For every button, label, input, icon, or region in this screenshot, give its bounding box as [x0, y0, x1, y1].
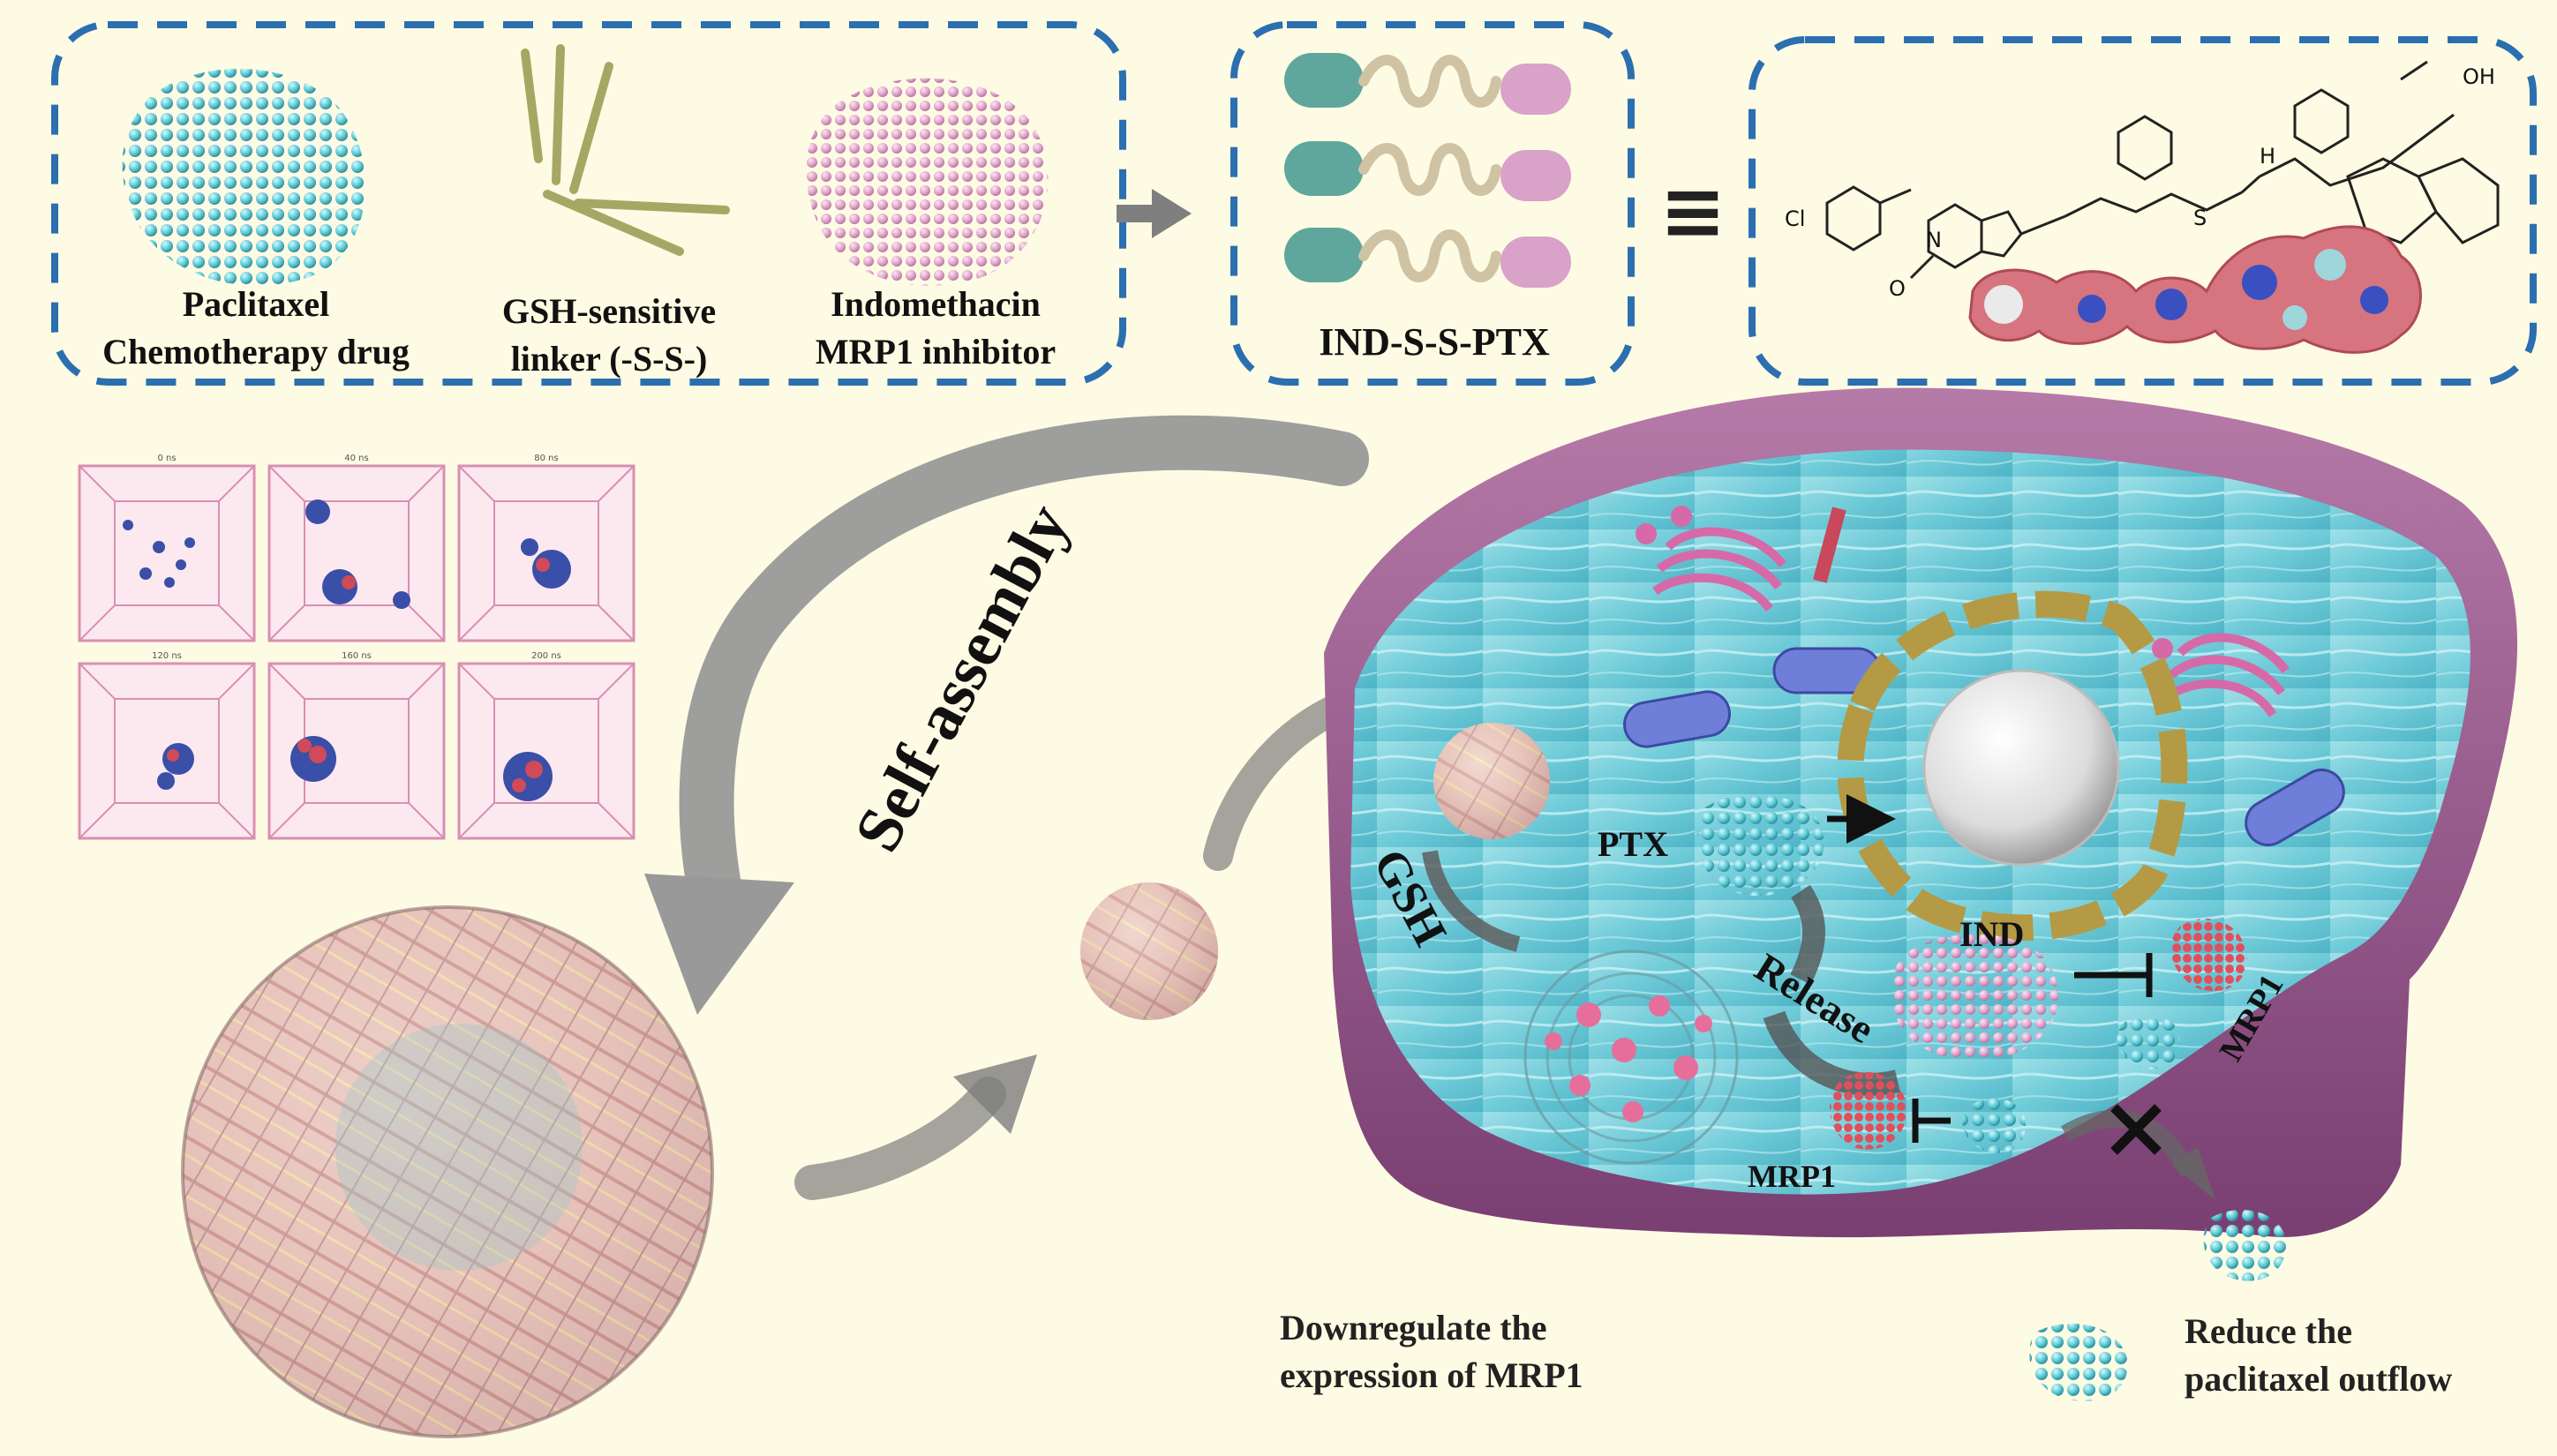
- golgi-apparatus-left: [1636, 506, 1786, 612]
- prodrug-molecule-icons: [1284, 53, 1571, 288]
- mrp1-cluster-left: [1830, 1071, 1907, 1150]
- sim-frame-3: [457, 464, 635, 642]
- sim-frame-6: [457, 662, 635, 840]
- prodrug-box: [1230, 21, 1635, 386]
- ptx-cluster-small-2: [1962, 1098, 2026, 1153]
- combine-arrow: [1117, 189, 1192, 238]
- ind-label: IND: [1959, 914, 2024, 954]
- structure-box: [1749, 36, 2537, 386]
- sim-frame-1: [78, 464, 256, 642]
- sim-frame-5: [267, 662, 446, 840]
- sim-time-4: 120 ns: [152, 651, 182, 661]
- paclitaxel-name: Paclitaxel: [183, 284, 330, 324]
- uptake-arrow-1: [794, 1054, 1037, 1200]
- ind-cluster-cell: [1891, 934, 2058, 1061]
- components-box: [51, 21, 1126, 386]
- sim-time-6: 200 ns: [531, 651, 561, 661]
- red-rod: [1813, 507, 1846, 583]
- atom-n: N: [1926, 228, 1942, 252]
- mrp1-cluster-right: [2170, 919, 2247, 992]
- downregulate-caption-1: Downregulate the: [1280, 1308, 1547, 1347]
- reduce-caption-2: paclitaxel outflow: [2185, 1359, 2452, 1399]
- ptx-cluster-cell: [1697, 794, 1824, 897]
- indomethacin-cluster: [806, 78, 1049, 286]
- linker-name: GSH-sensitive: [502, 291, 716, 331]
- sim-time-5: 160 ns: [342, 651, 372, 661]
- atom-oh: OH: [2463, 64, 2495, 89]
- indomethacin-name: Indomethacin: [831, 284, 1041, 324]
- simulation-time-labels: 0 ns 40 ns 80 ns 120 ns 160 ns 200 ns: [152, 454, 561, 661]
- release-arrow-up: [1790, 884, 1825, 985]
- paclitaxel-role: Chemotherapy drug: [102, 332, 410, 372]
- nanoparticle-small: [1080, 882, 1218, 1020]
- mrp1-label-left: MRP1: [1748, 1159, 1836, 1194]
- ptx-outside-cluster-2: [2029, 1324, 2128, 1401]
- ptx-label: PTX: [1598, 824, 1668, 864]
- indomethacin-role: MRP1 inhibitor: [816, 332, 1056, 372]
- atom-h: H: [2260, 144, 2275, 169]
- disassembled-particle: [1523, 949, 1739, 1165]
- ptx-cluster-small-1: [2117, 1014, 2180, 1069]
- cell: [1324, 387, 2518, 1238]
- cytoplasm: [1350, 449, 2471, 1195]
- gsh-arrow: [1422, 850, 1521, 952]
- atom-cl: Cl: [1785, 206, 1805, 231]
- sim-time-3: 80 ns: [534, 454, 558, 463]
- nucleus-with-er: [1837, 590, 2188, 942]
- nanoparticle-large: [181, 905, 714, 1438]
- structure-atom-labels: Cl N O S H OH: [1785, 64, 2495, 301]
- sim-frame-4: [78, 662, 256, 840]
- nanoparticle-in-cell: [1433, 723, 1550, 839]
- prodrug-label: IND-S-S-PTX: [1319, 320, 1550, 364]
- molecular-surface: [1968, 225, 2422, 354]
- downregulate-caption-2: expression of MRP1: [1280, 1355, 1583, 1395]
- atom-o: O: [1889, 276, 1906, 301]
- simulation-grid: [78, 464, 635, 840]
- atom-s: S: [2193, 206, 2207, 230]
- paclitaxel-cluster: [122, 68, 366, 286]
- self-assembly-arrow: [644, 415, 1369, 1015]
- inhibition-bar-left: [1912, 1099, 1951, 1143]
- inhibition-bar-right: [2074, 953, 2153, 997]
- linker-rods: [521, 44, 730, 256]
- sim-time-2: 40 ns: [344, 454, 368, 463]
- golgi-apparatus-right: [2152, 633, 2290, 717]
- reduce-caption-1: Reduce the: [2185, 1311, 2352, 1351]
- ptx-outside-cluster-1: [2203, 1210, 2286, 1281]
- linker-role: linker (-S-S-): [511, 339, 708, 379]
- blocked-efflux-arrow: [2060, 1104, 2215, 1200]
- sim-frame-2: [267, 464, 446, 642]
- equivalence-symbol: ≡: [1659, 165, 1726, 258]
- sim-time-1: 0 ns: [157, 454, 176, 463]
